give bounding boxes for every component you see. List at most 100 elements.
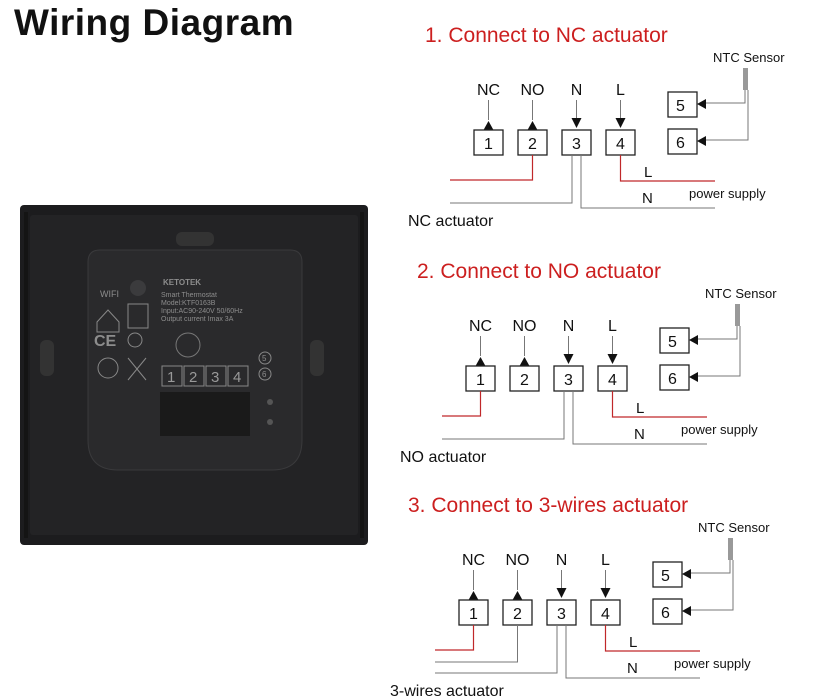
terminal-box-3 [561, 129, 592, 156]
neutral-label: N [642, 190, 653, 207]
terminal-label-no: NO [513, 318, 537, 335]
ntc-sensor-probe [735, 304, 740, 326]
terminal-label-n: N [571, 82, 583, 99]
live-label: L [629, 634, 637, 651]
terminal-label-nc: NC [477, 82, 500, 99]
terminal-label-no: NO [506, 552, 530, 569]
terminal-box-1 [458, 599, 489, 626]
terminal-number: 4 [616, 136, 625, 153]
thermostat-back-panel: WIFI KETOTEK Smart Thermostat Model:KTF0… [20, 205, 368, 545]
actuator-neutral-wire [442, 391, 565, 440]
sensor-terminal-box [652, 598, 683, 625]
diagram-title: 3. Connect to 3-wires actuator [408, 494, 688, 517]
device-terminal-box [227, 365, 249, 387]
sensor-terminal-box [667, 91, 698, 118]
sensor-terminal-number: 5 [676, 98, 685, 115]
terminal-number: 3 [572, 136, 581, 153]
diagram-title: 1. Connect to NC actuator [425, 24, 668, 47]
screw-terminal-block [160, 392, 250, 436]
ntc-sensor-label: NTC Sensor [713, 50, 785, 65]
arrow-left-icon [697, 136, 706, 146]
output-label: Output current Imax 3A [161, 316, 234, 323]
terminal-box-1 [465, 365, 496, 392]
wifi-led [130, 280, 146, 296]
terminal-box-2 [502, 599, 533, 626]
live-label: L [644, 164, 652, 181]
sensor-terminal-box [659, 364, 690, 391]
weee-bin-icon [127, 357, 147, 381]
sensor-terminal-box [667, 128, 698, 155]
panel-vent-left [24, 212, 28, 538]
supply-neutral-wire [580, 155, 715, 209]
screw-hole [267, 399, 273, 405]
actuator-neutral-wire [435, 625, 558, 674]
neutral-label: N [634, 426, 645, 443]
actuator-label: NO actuator [400, 449, 487, 466]
device-terminal-number: 2 [189, 369, 197, 386]
home-icon [96, 309, 120, 333]
product-label: Smart Thermostat [161, 292, 217, 299]
sensor-wire-5 [706, 90, 746, 104]
terminal-label-l: L [608, 318, 617, 335]
brand-label: KETOTEK [163, 278, 201, 287]
terminal-number: 1 [469, 606, 478, 623]
arrow-left-icon [697, 99, 706, 109]
terminal-6-mark [258, 367, 272, 381]
actuator-live-wire [442, 391, 482, 417]
arrow-up-icon [519, 357, 530, 366]
device-sensor-terminal-6: 6 [262, 370, 267, 379]
power-supply-label: power supply [674, 656, 751, 671]
square-icon [127, 303, 149, 329]
terminal-label-nc: NC [462, 552, 485, 569]
arrow-left-icon [689, 335, 698, 345]
neutral-label: N [627, 660, 638, 677]
terminal-number: 2 [528, 136, 537, 153]
arrow-left-icon [682, 569, 691, 579]
arrow-down-icon [563, 354, 574, 364]
wifi-label: WIFI [100, 289, 119, 299]
sensor-terminal-number: 6 [668, 371, 677, 388]
arrow-down-icon [600, 588, 611, 598]
actuator-neutral-wire [450, 155, 573, 204]
left-clip [40, 340, 54, 376]
terminal-number: 4 [608, 372, 617, 389]
actuator-live-wire [435, 625, 475, 651]
terminal-label-no: NO [521, 82, 545, 99]
terminal-box-3 [553, 365, 584, 392]
terminal-label-l: L [601, 552, 610, 569]
terminal-box-3 [546, 599, 577, 626]
arrow-down-icon [571, 118, 582, 128]
device-terminal-box [183, 365, 205, 387]
sensor-wire-6 [706, 90, 749, 141]
recycle-icon [127, 332, 143, 348]
terminal-box-4 [605, 129, 636, 156]
arrow-down-icon [607, 354, 618, 364]
page-title: Wiring Diagram [14, 2, 295, 43]
arrow-up-icon [475, 357, 486, 366]
input-label: Input:AC90-240V 50/60Hz [161, 308, 243, 315]
actuator-label: 3-wires actuator [390, 683, 504, 700]
sensor-terminal-number: 5 [661, 568, 670, 585]
terminal-number: 1 [476, 372, 485, 389]
right-clip [310, 340, 324, 376]
sensor-wire-5 [691, 560, 731, 574]
device-terminal-box [205, 365, 227, 387]
actuator-label: NC actuator [408, 213, 494, 230]
power-supply-label: power supply [689, 186, 766, 201]
terminal-number: 3 [564, 372, 573, 389]
ntc-sensor-label: NTC Sensor [705, 286, 777, 301]
ce-mark-icon: CE [94, 333, 117, 350]
supply-neutral-wire [565, 625, 700, 679]
terminal-box-1 [473, 129, 504, 156]
device-terminal-number: 3 [211, 369, 219, 386]
terminal-number: 1 [484, 136, 493, 153]
tidyman-icon [97, 357, 119, 379]
model-label: Model:KTF0163B [161, 300, 216, 307]
device-terminal-number: 4 [233, 369, 241, 386]
supply-neutral-wire [572, 391, 707, 445]
sensor-wire-6 [691, 560, 734, 611]
